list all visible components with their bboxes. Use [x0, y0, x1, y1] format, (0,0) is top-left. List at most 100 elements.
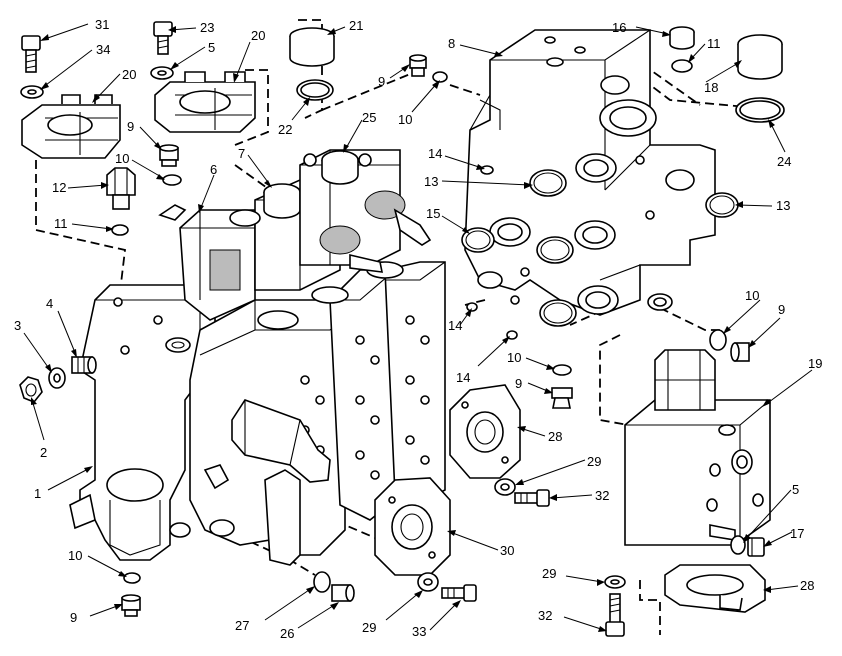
o-ring-22: [296, 79, 334, 101]
o-ring-10-left: [162, 174, 182, 186]
callout-label: 29: [587, 454, 601, 469]
o-rings-13-14-15: [461, 165, 739, 340]
callout-label: 27: [235, 618, 249, 633]
callout-labels: 31 34 20 23 5 20 21 22 9 10 8 16 11 18 2…: [14, 17, 822, 641]
valve-block-19: [624, 349, 771, 546]
fitting-4: [71, 356, 97, 374]
bolt-32-lower: [605, 593, 625, 637]
callout-label: 14: [448, 318, 462, 333]
callout-label: 25: [362, 110, 376, 125]
washer-29-right: [604, 575, 626, 589]
bolt-32-upper: [514, 489, 550, 507]
callout-label: 32: [538, 608, 552, 623]
callout-label: 33: [412, 624, 426, 639]
callout-label: 31: [95, 17, 109, 32]
callout-label: 15: [426, 206, 440, 221]
callout-label: 19: [808, 356, 822, 371]
callout-label: 30: [500, 543, 514, 558]
washer-5-right: [730, 535, 746, 555]
callout-label: 4: [46, 296, 53, 311]
adapter-12: [106, 167, 136, 210]
plug-18: [737, 34, 783, 80]
bolt-33: [441, 584, 477, 602]
o-ring-11-left: [111, 224, 129, 236]
callout-label: 23: [200, 20, 214, 35]
callout-label: 10: [398, 112, 412, 127]
cover-21: [289, 27, 335, 67]
plug-9-left: [159, 144, 179, 167]
callout-label: 13: [776, 198, 790, 213]
washer-3: [48, 367, 66, 389]
plug-26: [331, 584, 355, 602]
callout-label: 22: [278, 122, 292, 137]
split-flange-20-left: [21, 94, 121, 159]
callout-label: 5: [792, 482, 799, 497]
callout-label: 29: [542, 566, 556, 581]
callout-label: 20: [122, 67, 136, 82]
plug-9-bottom: [121, 594, 141, 617]
callout-label: 9: [378, 74, 385, 89]
bolt-23: [153, 21, 173, 55]
callout-label: 13: [424, 174, 438, 189]
callout-label: 5: [208, 40, 215, 55]
callout-label: 8: [448, 36, 455, 51]
callout-label: 29: [362, 620, 376, 635]
callout-label: 11: [707, 36, 721, 51]
o-ring-10-bottom: [123, 572, 141, 584]
main-valve-body-1: [69, 284, 216, 561]
callout-label: 34: [96, 42, 110, 57]
callout-label: 11: [54, 216, 68, 231]
callout-label: 9: [70, 610, 77, 625]
callout-label: 2: [40, 445, 47, 460]
valve-body-8: [464, 29, 716, 316]
washer-34: [20, 85, 44, 99]
solenoid-valves-6-7-25: [158, 149, 432, 321]
callout-label: 7: [238, 146, 245, 161]
callout-label: 9: [515, 376, 522, 391]
plug-9-right: [730, 342, 750, 362]
callout-label: 9: [127, 119, 134, 134]
flange-30: [374, 477, 451, 576]
leader-lines: [23, 23, 813, 632]
valve-sections: [189, 261, 446, 566]
callout-label: 17: [790, 526, 804, 541]
bolt-31: [21, 35, 41, 73]
callout-label: 20: [251, 28, 265, 43]
callout-label: 18: [704, 80, 718, 95]
callout-label: 10: [507, 350, 521, 365]
callout-label: 21: [349, 18, 363, 33]
callout-label: 14: [456, 370, 470, 385]
flange-28-upper: [449, 384, 521, 479]
callout-label: 28: [800, 578, 814, 593]
o-ring-10-right: [709, 329, 727, 351]
washer-29-upper: [494, 478, 516, 496]
callout-label: 16: [612, 20, 626, 35]
o-ring-11-right: [671, 59, 693, 73]
bolt-17: [747, 537, 765, 557]
callout-label: 10: [115, 151, 129, 166]
callout-label: 3: [14, 318, 21, 333]
cap-16: [669, 26, 695, 50]
flange-28-lower: [664, 564, 766, 613]
o-ring-10-mid: [552, 364, 572, 376]
callout-label: 6: [210, 162, 217, 177]
plug-9-top: [409, 54, 427, 77]
o-ring-27: [313, 571, 331, 593]
callout-label: 32: [595, 488, 609, 503]
callout-label: 10: [68, 548, 82, 563]
callout-label: 12: [52, 180, 66, 195]
plug-9-mid: [551, 387, 573, 409]
callout-label: 9: [778, 302, 785, 317]
washer-5-top: [150, 66, 174, 80]
callout-label: 28: [548, 429, 562, 444]
callout-label: 14: [428, 146, 442, 161]
washer-29-lower: [417, 572, 439, 592]
callout-label: 24: [777, 154, 791, 169]
callout-label: 26: [280, 626, 294, 641]
o-ring-10-top: [432, 71, 448, 83]
split-flange-20-right: [154, 71, 256, 133]
callout-label: 10: [745, 288, 759, 303]
o-ring-24: [735, 97, 785, 123]
nut-2: [19, 376, 43, 403]
